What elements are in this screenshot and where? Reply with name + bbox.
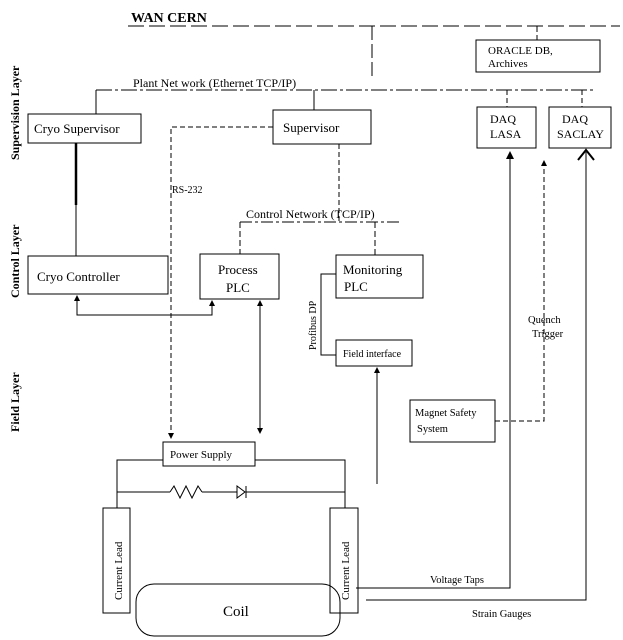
monitoring-plc-label-2: PLC (344, 279, 368, 294)
magnet-safety-label-2: System (417, 424, 448, 435)
circuit-right-outer (255, 459, 346, 508)
diode-symbol (236, 485, 247, 499)
supervisor-label: Supervisor (283, 120, 340, 135)
control-layer-label: Control Layer (8, 224, 22, 298)
strain-gauges-label: Strain Gauges (472, 609, 531, 620)
profibus-link (320, 273, 336, 356)
cryo-to-process-link (74, 295, 215, 316)
quench-label-2: Trigger (532, 329, 564, 340)
monitoring-plc-box (335, 254, 424, 299)
plant-network-label: Plant Net work (Ethernet TCP/IP) (133, 76, 296, 90)
current-lead-right-label: Current Lead (340, 541, 352, 600)
quench-trigger-line (495, 160, 547, 422)
profibus-label: Profibus DP (308, 300, 319, 350)
power-supply-box (162, 441, 256, 467)
cryo-controller-label: Cryo Controller (37, 269, 120, 284)
magnet-safety-box (409, 399, 496, 443)
daq-lasa-label-2: LASA (490, 127, 522, 141)
field-layer-label: Field Layer (8, 372, 22, 432)
voltage-taps-line (356, 151, 514, 589)
daq-lasa-box (476, 106, 537, 149)
daq-saclay-label-1: DAQ (562, 112, 588, 126)
coil-box (135, 583, 341, 637)
power-supply-label: Power Supply (170, 449, 233, 461)
process-plc-box (199, 253, 280, 300)
resistor-symbol (169, 484, 203, 500)
voltage-taps-label: Voltage Taps (430, 575, 484, 586)
circuit-left-outer (116, 459, 163, 508)
current-lead-right-box (329, 507, 359, 614)
rs232-line (168, 126, 273, 439)
rs232-label: RS-232 (172, 185, 203, 196)
quench-label-1: Quench (528, 315, 561, 326)
daq-lasa-label-1: DAQ (490, 112, 516, 126)
current-lead-left-label: Current Lead (113, 541, 125, 600)
cryo-supervisor-label: Cryo Supervisor (34, 121, 120, 136)
current-lead-left-box (102, 507, 131, 614)
strain-gauges-line (366, 152, 587, 601)
supervision-layer-label: Supervision Layer (8, 65, 22, 160)
daq-saclay-box (548, 106, 612, 149)
coil-label: Coil (223, 604, 249, 620)
oracle-db-label: ORACLE DB, (488, 45, 553, 57)
monitoring-plc-label-1: Monitoring (343, 262, 403, 277)
magnet-safety-label-1: Magnet Safety (415, 408, 477, 419)
process-plc-label-2: PLC (226, 280, 250, 295)
field-interface-box (335, 339, 413, 367)
control-network-label: Control Network (TCP/IP) (246, 207, 375, 221)
oracle-db-box (475, 39, 601, 73)
cryo-controller-box (27, 255, 169, 295)
process-plc-label-1: Process (218, 262, 258, 277)
wan-cern-title: WAN CERN (131, 11, 207, 26)
oracle-archives-label: Archives (488, 58, 528, 70)
saclay-arrowhead (577, 148, 595, 161)
cryo-supervisor-box (27, 113, 142, 144)
field-interface-label: Field interface (343, 349, 402, 360)
daq-saclay-label-2: SACLAY (557, 127, 604, 141)
